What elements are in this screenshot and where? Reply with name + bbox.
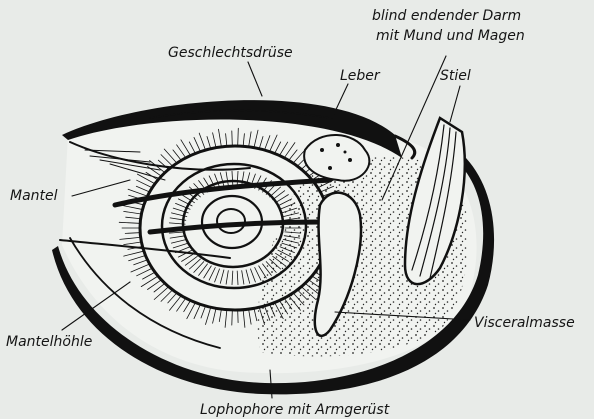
cirrus — [232, 311, 233, 326]
label-darm-line2: mit Mund und Magen — [376, 28, 525, 44]
label-visceralmasse: Visceralmasse — [474, 315, 575, 331]
label-mantel: Mantel — [10, 188, 58, 204]
label-lophophore: Lophophore mit Armgerüst — [200, 402, 390, 418]
label-geschlechtsdruese: Geschlechtsdrüse — [168, 45, 293, 61]
label-stiel: Stiel — [440, 68, 471, 84]
label-darm-line1: blind endender Darm — [372, 8, 521, 24]
label-mantelhoehle: Mantelhöhle — [6, 334, 92, 350]
label-leber: Leber — [340, 68, 381, 84]
cirrus — [232, 131, 233, 146]
